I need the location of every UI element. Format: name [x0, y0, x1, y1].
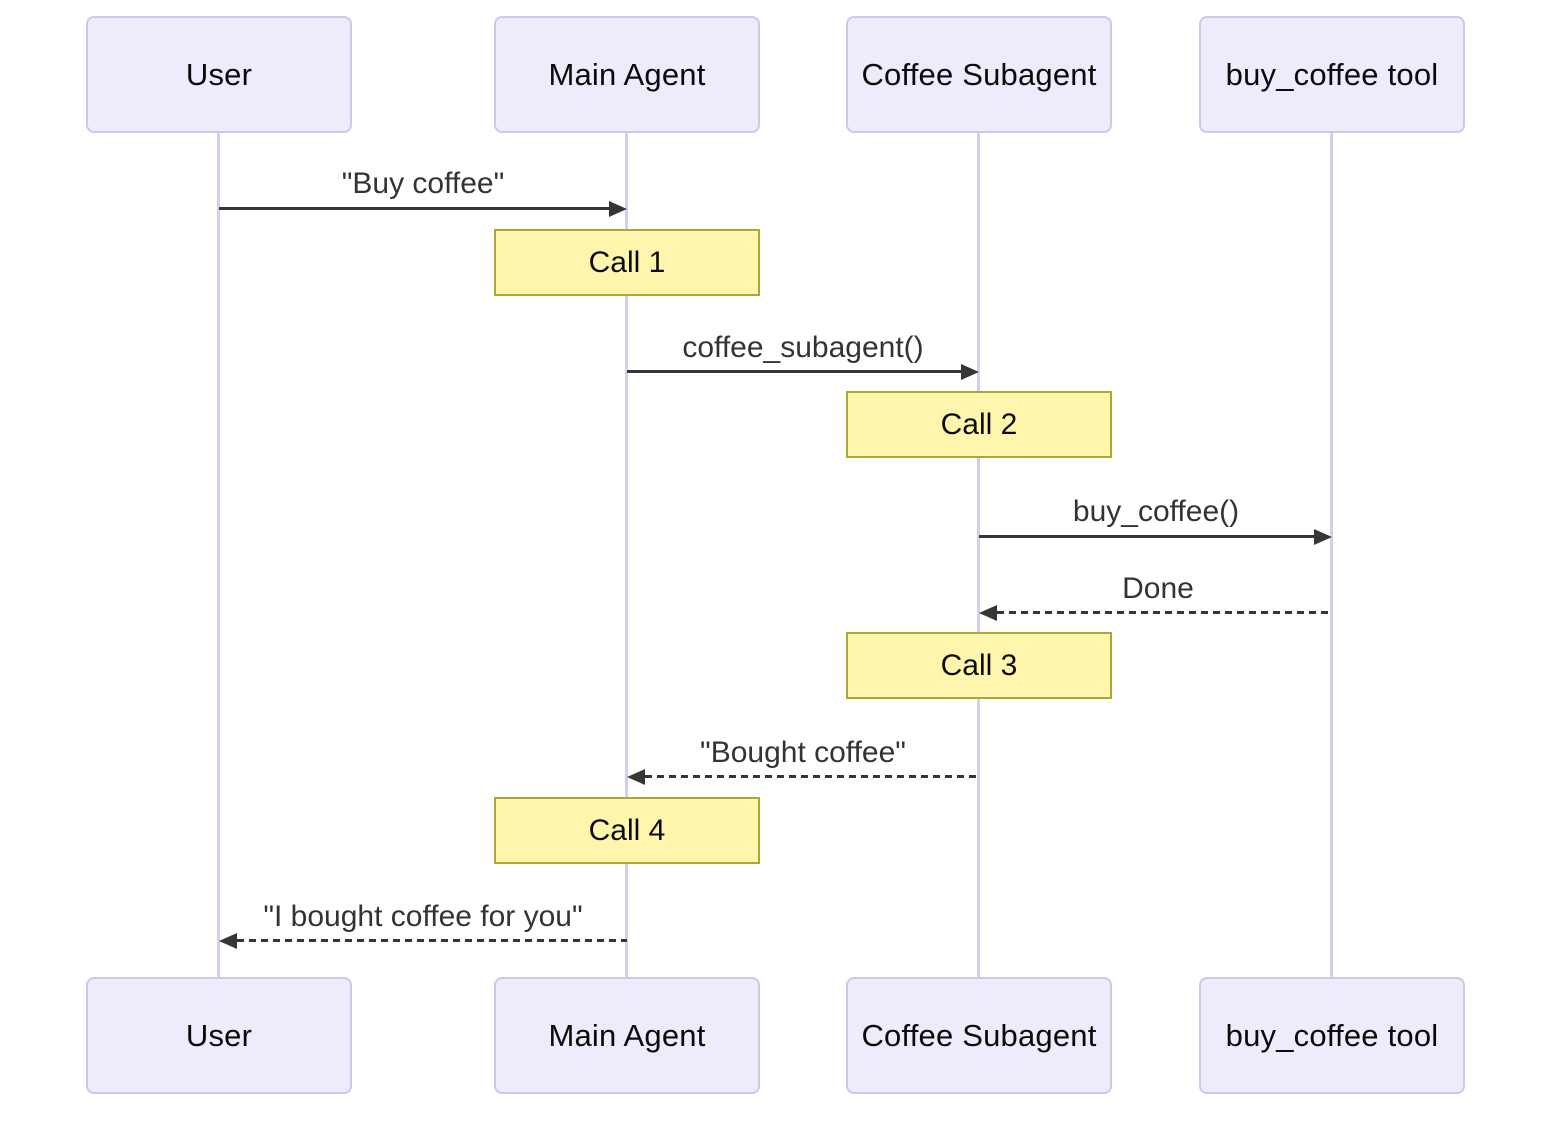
- actor-box-coffee-subagent-bottom: Coffee Subagent: [846, 977, 1112, 1094]
- message-label-i-bought-coffee: "I bought coffee for you": [263, 900, 583, 933]
- actor-label: User: [185, 1017, 253, 1053]
- actor-label: Coffee Subagent: [861, 56, 1097, 92]
- message-label-done: Done: [1122, 572, 1194, 605]
- arrowhead-right-icon: [961, 364, 979, 380]
- actor-box-buy-coffee-tool-bottom: buy_coffee tool: [1199, 977, 1465, 1094]
- message-line: [645, 775, 979, 778]
- lifeline-main-agent: [625, 133, 628, 978]
- lifeline-coffee-subagent: [977, 133, 980, 978]
- arrowhead-left-icon: [979, 605, 997, 621]
- arrowhead-left-icon: [627, 769, 645, 785]
- actor-label: buy_coffee tool: [1225, 56, 1439, 92]
- lifeline-buy-coffee-tool: [1330, 133, 1333, 978]
- actor-label: Coffee Subagent: [861, 1017, 1097, 1053]
- actor-label: buy_coffee tool: [1225, 1017, 1439, 1053]
- actor-box-buy-coffee-tool-top: buy_coffee tool: [1199, 16, 1465, 133]
- actor-box-main-agent-bottom: Main Agent: [494, 977, 760, 1094]
- message-line: [997, 611, 1332, 614]
- arrowhead-right-icon: [609, 201, 627, 217]
- note-box-call-3: Call 3: [846, 632, 1112, 699]
- actor-label: User: [185, 56, 253, 92]
- message-line: [237, 939, 627, 942]
- note-box-call-2: Call 2: [846, 391, 1112, 458]
- actor-label: Main Agent: [548, 1017, 706, 1053]
- message-label-buy-coffee-quote: "Buy coffee": [341, 167, 505, 200]
- arrowhead-left-icon: [219, 933, 237, 949]
- actor-label: Main Agent: [548, 56, 706, 92]
- actor-box-coffee-subagent-top: Coffee Subagent: [846, 16, 1112, 133]
- message-label-bought-coffee: "Bought coffee": [700, 736, 906, 769]
- message-line: [627, 370, 961, 373]
- arrowhead-right-icon: [1314, 529, 1332, 545]
- message-label-coffee-subagent-call: coffee_subagent(): [682, 331, 924, 364]
- actor-box-main-agent-top: Main Agent: [494, 16, 760, 133]
- message-label-buy-coffee-call: buy_coffee(): [1072, 495, 1240, 528]
- actor-box-user-bottom: User: [86, 977, 352, 1094]
- note-box-call-4: Call 4: [494, 797, 760, 864]
- message-line: [219, 207, 611, 210]
- actor-box-user-top: User: [86, 16, 352, 133]
- note-box-call-1: Call 1: [494, 229, 760, 296]
- lifeline-user: [217, 133, 220, 978]
- message-line: [979, 535, 1314, 538]
